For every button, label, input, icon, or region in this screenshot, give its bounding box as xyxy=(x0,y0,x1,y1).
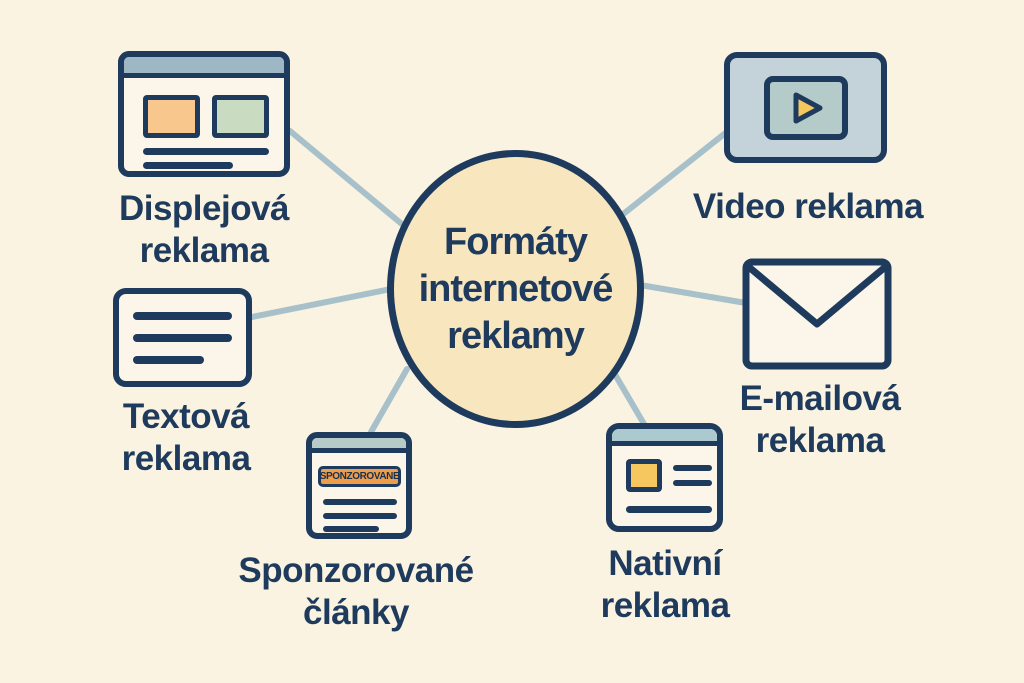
browser-header-bar xyxy=(612,429,717,446)
label-native-ad: Nativní reklama xyxy=(600,544,730,625)
text-line xyxy=(323,499,397,505)
text-lines-icon xyxy=(113,288,252,387)
text-line xyxy=(143,148,269,155)
label-text-ad: Textová reklama xyxy=(121,397,251,478)
browser-header-bar xyxy=(312,438,406,453)
label-email-ad: E-mailová reklama xyxy=(739,379,901,460)
text-line xyxy=(626,506,712,513)
text-line xyxy=(133,356,204,364)
connector-text xyxy=(249,286,394,320)
browser-header-bar xyxy=(124,57,284,78)
text-line xyxy=(143,162,233,169)
sponsored-article-icon: SPONZOROVANE xyxy=(306,432,412,539)
connector-native xyxy=(610,368,647,427)
display-banner-green xyxy=(212,95,269,138)
label-sponsored-articles: Sponzorované články xyxy=(238,551,474,632)
text-line xyxy=(673,465,712,471)
native-ad-image xyxy=(626,459,662,492)
text-line xyxy=(323,526,379,532)
connector-sponsored xyxy=(368,366,410,435)
video-player-icon xyxy=(724,52,887,163)
connector-email xyxy=(637,282,749,306)
display-banner-orange xyxy=(143,95,200,138)
play-icon xyxy=(793,92,822,123)
label-display-ad: Displejová reklama xyxy=(118,189,290,270)
native-ad-browser-icon xyxy=(606,423,723,532)
central-topic-line: Formáty xyxy=(444,220,588,263)
text-line xyxy=(133,334,232,342)
envelope-icon xyxy=(742,258,892,370)
video-screen xyxy=(763,75,848,140)
text-line xyxy=(673,480,712,486)
text-line xyxy=(133,312,232,320)
connector-video xyxy=(614,124,736,222)
label-video-ad: Video reklama xyxy=(692,187,924,226)
sponsored-badge: SPONZOROVANE xyxy=(318,466,401,487)
text-line xyxy=(323,513,397,519)
central-topic: Formáty internetové reklamy xyxy=(387,150,644,428)
central-topic-line: internetové xyxy=(418,267,614,310)
browser-display-ad-icon xyxy=(118,51,290,177)
central-topic-line: reklamy xyxy=(447,314,585,357)
connector-display xyxy=(287,128,406,228)
